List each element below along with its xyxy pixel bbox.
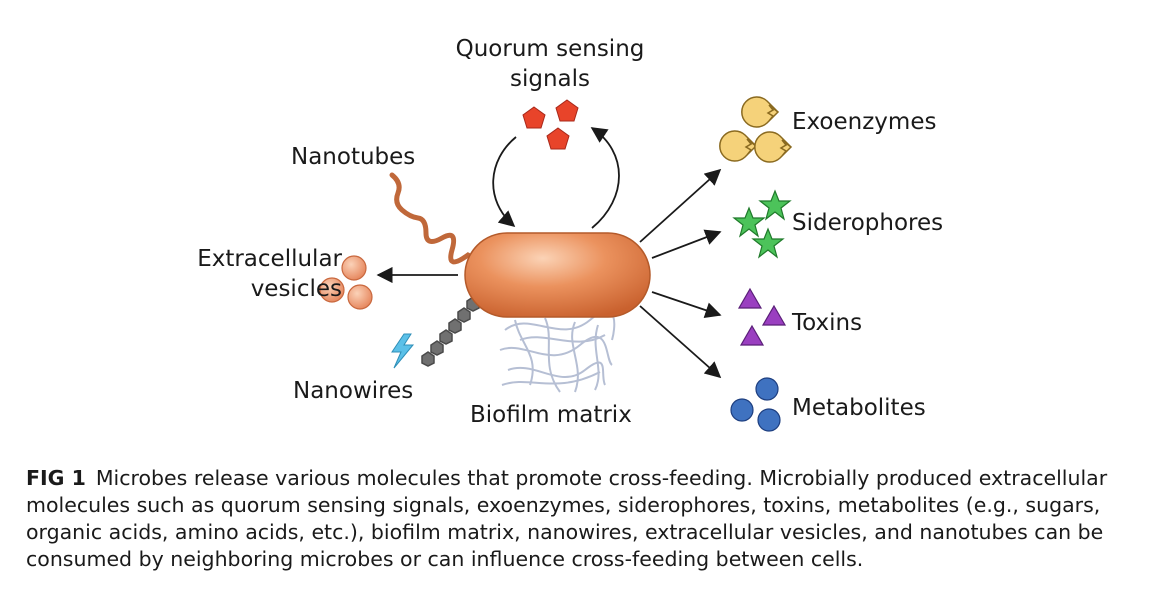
caption-text: Microbes release various molecules that …	[26, 466, 1108, 571]
lightning-icon	[391, 333, 415, 369]
nanowires-label: Nanowires	[293, 378, 414, 404]
nanowire	[421, 296, 480, 367]
siderophores-icon	[732, 189, 792, 259]
bacterial-cell	[464, 232, 651, 318]
extracellular-vesicles-label: Extracellular vesicles	[197, 246, 342, 302]
nanotube	[389, 172, 481, 265]
quorum-sensing-label: Quorum sensing signals	[455, 36, 645, 92]
figure: Quorum sensing signals Nanotubes Extrace…	[197, 36, 944, 432]
siderophores-label: Siderophores	[792, 210, 944, 236]
arrow-to-metabolites	[639, 305, 722, 379]
toxins-label: Toxins	[792, 310, 863, 336]
arrow-to-exoenzymes	[639, 168, 722, 243]
exoenzymes-icon	[719, 96, 793, 163]
quorum-sensing-signals	[522, 99, 579, 150]
biofilm-matrix-label: Biofilm matrix	[470, 402, 632, 428]
figure-id: FIG 1	[26, 466, 86, 490]
toxins-icon	[737, 287, 787, 346]
arrow-to-siderophores	[651, 229, 722, 259]
nanotubes-label: Nanotubes	[291, 144, 416, 170]
metabolites-icon	[730, 377, 781, 432]
exoenzymes-label: Exoenzymes	[792, 109, 937, 135]
extracellular-vesicles	[319, 255, 373, 310]
biofilm-matrix	[499, 310, 616, 393]
quorum-cycle-arrow-left	[492, 136, 517, 228]
arrow-to-toxins	[651, 291, 722, 319]
diagram-canvas	[319, 96, 793, 432]
quorum-cycle-arrow-right	[590, 127, 620, 229]
metabolites-label: Metabolites	[792, 395, 926, 421]
